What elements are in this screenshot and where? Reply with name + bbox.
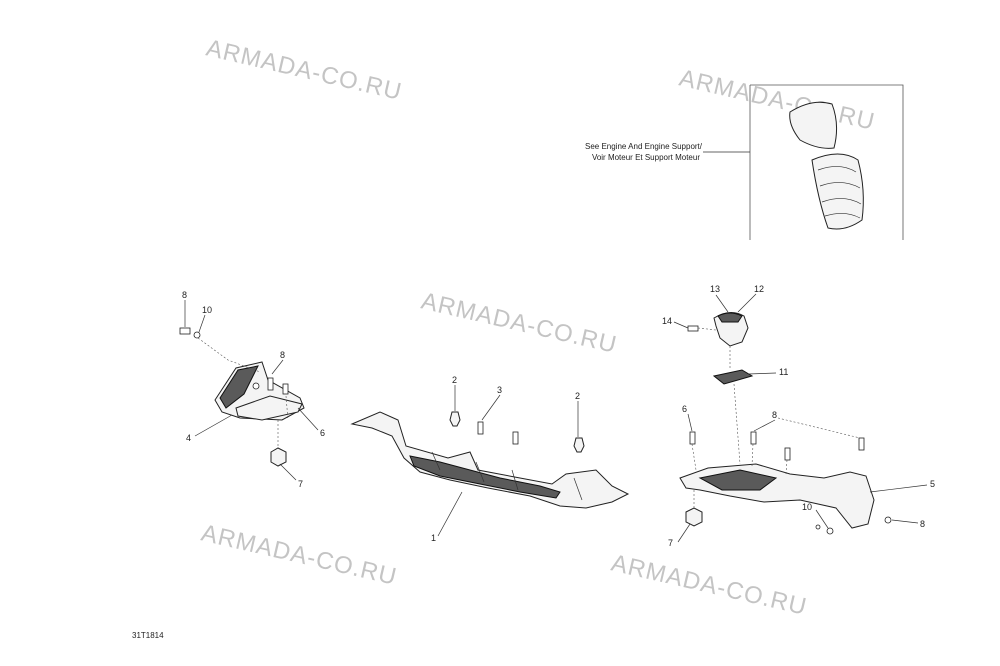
clip-2-b xyxy=(573,437,585,453)
nut-7-left xyxy=(270,447,287,467)
center-crossmember-assembly xyxy=(350,385,630,537)
leader-13 xyxy=(715,294,729,313)
watermark-bottom-left: ARMADA-CO.RU xyxy=(199,520,400,591)
engine-mount-cap xyxy=(789,101,838,149)
bolt-8-left xyxy=(179,327,191,335)
washer-10-right-b xyxy=(815,524,821,530)
bolt-8-right-d xyxy=(858,437,865,451)
left-bracket-assembly xyxy=(179,300,319,481)
leader-10-left xyxy=(198,314,206,333)
guide-right-b xyxy=(751,443,754,467)
washer-10-left xyxy=(193,331,201,339)
watermark-center: ARMADA-CO.RU xyxy=(419,288,620,359)
right-bracket-5 xyxy=(679,463,875,529)
guide-right-a xyxy=(691,443,697,471)
right-bracket-5-plate xyxy=(698,469,778,491)
callout-8-right-e: 8 xyxy=(920,519,925,529)
watermark-bottom-right: ARMADA-CO.RU xyxy=(609,550,810,621)
leader-7-left xyxy=(279,463,297,481)
right-bracket-assembly xyxy=(673,293,928,543)
left-bracket-foot xyxy=(235,395,303,421)
leader-6-right xyxy=(687,413,693,432)
callout-3: 3 xyxy=(497,385,502,395)
leader-3 xyxy=(481,394,501,421)
leader-8-right-e xyxy=(891,519,919,524)
bolt-8-left-a xyxy=(267,377,274,391)
leader-6-left xyxy=(297,407,319,431)
crossmember-ribs xyxy=(431,451,583,501)
callout-4: 4 xyxy=(186,433,191,443)
leader-7-right xyxy=(677,523,691,543)
bolt-8-left-b xyxy=(282,383,289,395)
leader-11 xyxy=(747,372,777,375)
guide-right-d xyxy=(777,417,861,439)
leader-5 xyxy=(869,484,928,493)
leader-12 xyxy=(737,293,757,313)
engine-support-reference: See Engine And Engine Support/ Voir Mote… xyxy=(585,84,904,240)
leader-10-right xyxy=(815,509,829,529)
leader-8-right xyxy=(753,419,776,432)
watermark-top-left: ARMADA-CO.RU xyxy=(204,35,405,106)
callout-6-right: 6 xyxy=(682,404,687,414)
callout-7-left: 7 xyxy=(298,479,303,489)
mount-12-13-top xyxy=(717,312,743,323)
callout-10-right: 10 xyxy=(802,502,812,512)
bolt-8-right-a xyxy=(689,431,696,445)
leader-14 xyxy=(673,321,689,329)
callout-13: 13 xyxy=(710,284,720,294)
bolt-8-right-b xyxy=(750,431,757,445)
engine-mount-boot xyxy=(811,153,864,230)
pad-11 xyxy=(712,369,754,385)
guide-14 xyxy=(697,327,717,331)
callout-14: 14 xyxy=(662,316,672,326)
reference-note-line1: See Engine And Engine Support/ xyxy=(585,142,703,151)
callout-1: 1 xyxy=(431,533,436,543)
bolt-8-right-e xyxy=(884,516,892,524)
engine-mount-ribs xyxy=(817,166,862,219)
bolt-8-right-c xyxy=(784,447,791,461)
callout-11: 11 xyxy=(779,367,788,377)
clip-2-a xyxy=(449,411,461,427)
guide-left-bolt xyxy=(197,337,261,373)
callout-2-a: 2 xyxy=(452,375,457,385)
guide-right-c xyxy=(785,459,788,475)
crossmember-1 xyxy=(350,411,630,509)
crossmember-channel xyxy=(409,455,561,499)
guide-pad xyxy=(733,383,741,465)
screw-3-a xyxy=(477,421,484,435)
callout-12: 12 xyxy=(754,284,764,294)
leader-1 xyxy=(437,491,463,537)
leader-4 xyxy=(194,414,233,437)
watermark-top-right: ARMADA-CO.RU xyxy=(677,65,878,136)
screw-14 xyxy=(687,325,699,332)
inset-frame-top xyxy=(750,84,904,240)
screw-3-b xyxy=(512,431,519,445)
figure-id: 31T1814 xyxy=(132,631,164,640)
callout-8-left-bolt: 8 xyxy=(182,290,187,300)
reference-note-line2: Voir Moteur Et Support Moteur xyxy=(592,153,700,162)
callout-7-right: 7 xyxy=(668,538,673,548)
callout-8-left-bracket: 8 xyxy=(280,350,285,360)
callout-10-left: 10 xyxy=(202,305,212,315)
washer-left-a xyxy=(252,382,260,390)
callout-5: 5 xyxy=(930,479,935,489)
leader-8-bracket xyxy=(271,359,284,375)
callout-8-right: 8 xyxy=(772,410,777,420)
callout-2-b: 2 xyxy=(575,391,580,401)
callout-6-left: 6 xyxy=(320,428,325,438)
left-bracket-upright xyxy=(219,365,259,409)
nut-7-right xyxy=(685,507,703,527)
guide-left-bolt-b xyxy=(285,395,289,421)
washer-10-right xyxy=(826,527,834,535)
